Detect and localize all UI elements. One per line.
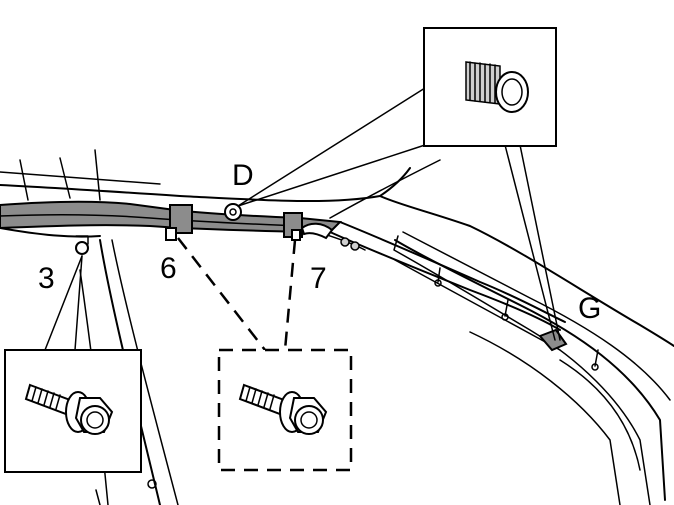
bolt-6-7-detail-box — [217, 348, 353, 472]
bracket-7 — [283, 212, 303, 241]
callout-6: 6 — [160, 252, 177, 285]
bolt-icon — [238, 383, 328, 435]
bolt-icon — [24, 383, 114, 435]
bolt-3-location — [75, 235, 89, 255]
bracket-6 — [165, 204, 193, 241]
clip-d-location — [224, 203, 242, 221]
callout-3: 3 — [38, 262, 55, 295]
callout-7: 7 — [310, 262, 327, 295]
callout-d: D — [232, 159, 254, 192]
clip-icon — [465, 61, 529, 113]
leader-lines — [44, 87, 561, 351]
bolt-3-detail-box — [4, 349, 142, 473]
clip-detail-box — [423, 27, 557, 147]
callout-g: G — [578, 292, 601, 325]
